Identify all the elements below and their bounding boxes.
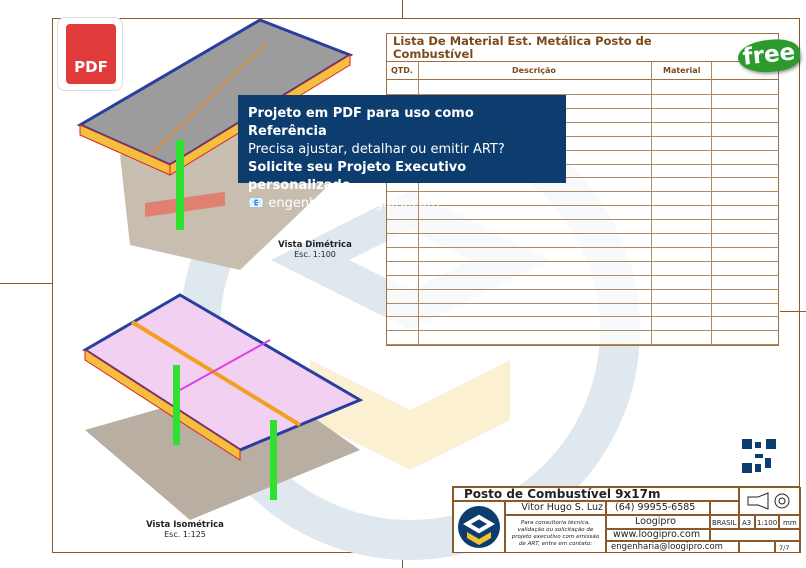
- center-mark: [402, 553, 403, 568]
- center-mark: [0, 283, 52, 284]
- table-row: [387, 330, 778, 332]
- pdf-icon: PDF: [66, 24, 116, 84]
- isometric-view-drawing: [82, 293, 364, 520]
- material-list-table: Lista De Material Est. Metálica Posto de…: [386, 33, 779, 346]
- website-link[interactable]: www.loogipro.com: [613, 529, 701, 540]
- table-row: [387, 94, 778, 95]
- sheet-size: A3: [742, 519, 752, 527]
- phone: (64) 99955-6585: [615, 502, 696, 513]
- table-row: [387, 316, 778, 318]
- col-descricao: Descrição: [512, 66, 556, 75]
- company: Loogipro: [635, 516, 676, 527]
- designer: Vitor Hugo S. Luz: [521, 502, 603, 513]
- table-row: [387, 344, 778, 346]
- project-number-cell: [710, 529, 801, 541]
- table-row: [387, 274, 778, 276]
- table-row: [387, 149, 778, 151]
- email-link[interactable]: engenharia@loogipro.com: [611, 542, 723, 552]
- pdf-badge[interactable]: PDF: [57, 17, 123, 91]
- table-row: [387, 302, 778, 304]
- table-row: [387, 205, 778, 207]
- table-row: [387, 233, 778, 234]
- table-row: [387, 260, 778, 262]
- notice-email[interactable]: engenharia@loogipro.com: [268, 196, 440, 211]
- title-block: Posto de Combustível 9x17m Vitor Hugo S.…: [452, 486, 801, 553]
- table-row: [387, 177, 778, 179]
- email-icon: 📧: [248, 196, 269, 211]
- page-number: 7/7: [779, 544, 790, 552]
- table-row: [387, 121, 778, 123]
- center-mark: [402, 0, 403, 18]
- col-qtd: QTD.: [391, 66, 413, 75]
- reference-notice: Projeto em PDF para uso como Referência …: [238, 95, 566, 211]
- unit: mm: [783, 519, 797, 527]
- table-row: [387, 288, 778, 290]
- material-list-title: Lista De Material Est. Metálica Posto de…: [387, 34, 778, 62]
- col-material: Material: [663, 66, 701, 75]
- table-row: [387, 219, 778, 221]
- qr-code: [741, 438, 777, 474]
- scale: 1:100: [757, 519, 778, 527]
- company-logo: [453, 501, 505, 553]
- table-row: [387, 135, 778, 137]
- sheet-cell: [710, 501, 739, 515]
- country: BRASIL: [712, 519, 737, 527]
- table-row: [387, 163, 778, 165]
- projection-symbol-icon: [739, 487, 801, 515]
- table-row: [387, 191, 778, 193]
- table-header: QTD. Descrição Material: [387, 62, 778, 80]
- notes: Para consultoria técnica, validação ou s…: [511, 520, 600, 547]
- drawing-title: Posto de Combustível 9x17m: [464, 487, 661, 501]
- date-cell: [739, 541, 775, 553]
- table-row: [387, 246, 778, 248]
- table-row: [387, 107, 778, 109]
- center-mark: [780, 311, 806, 312]
